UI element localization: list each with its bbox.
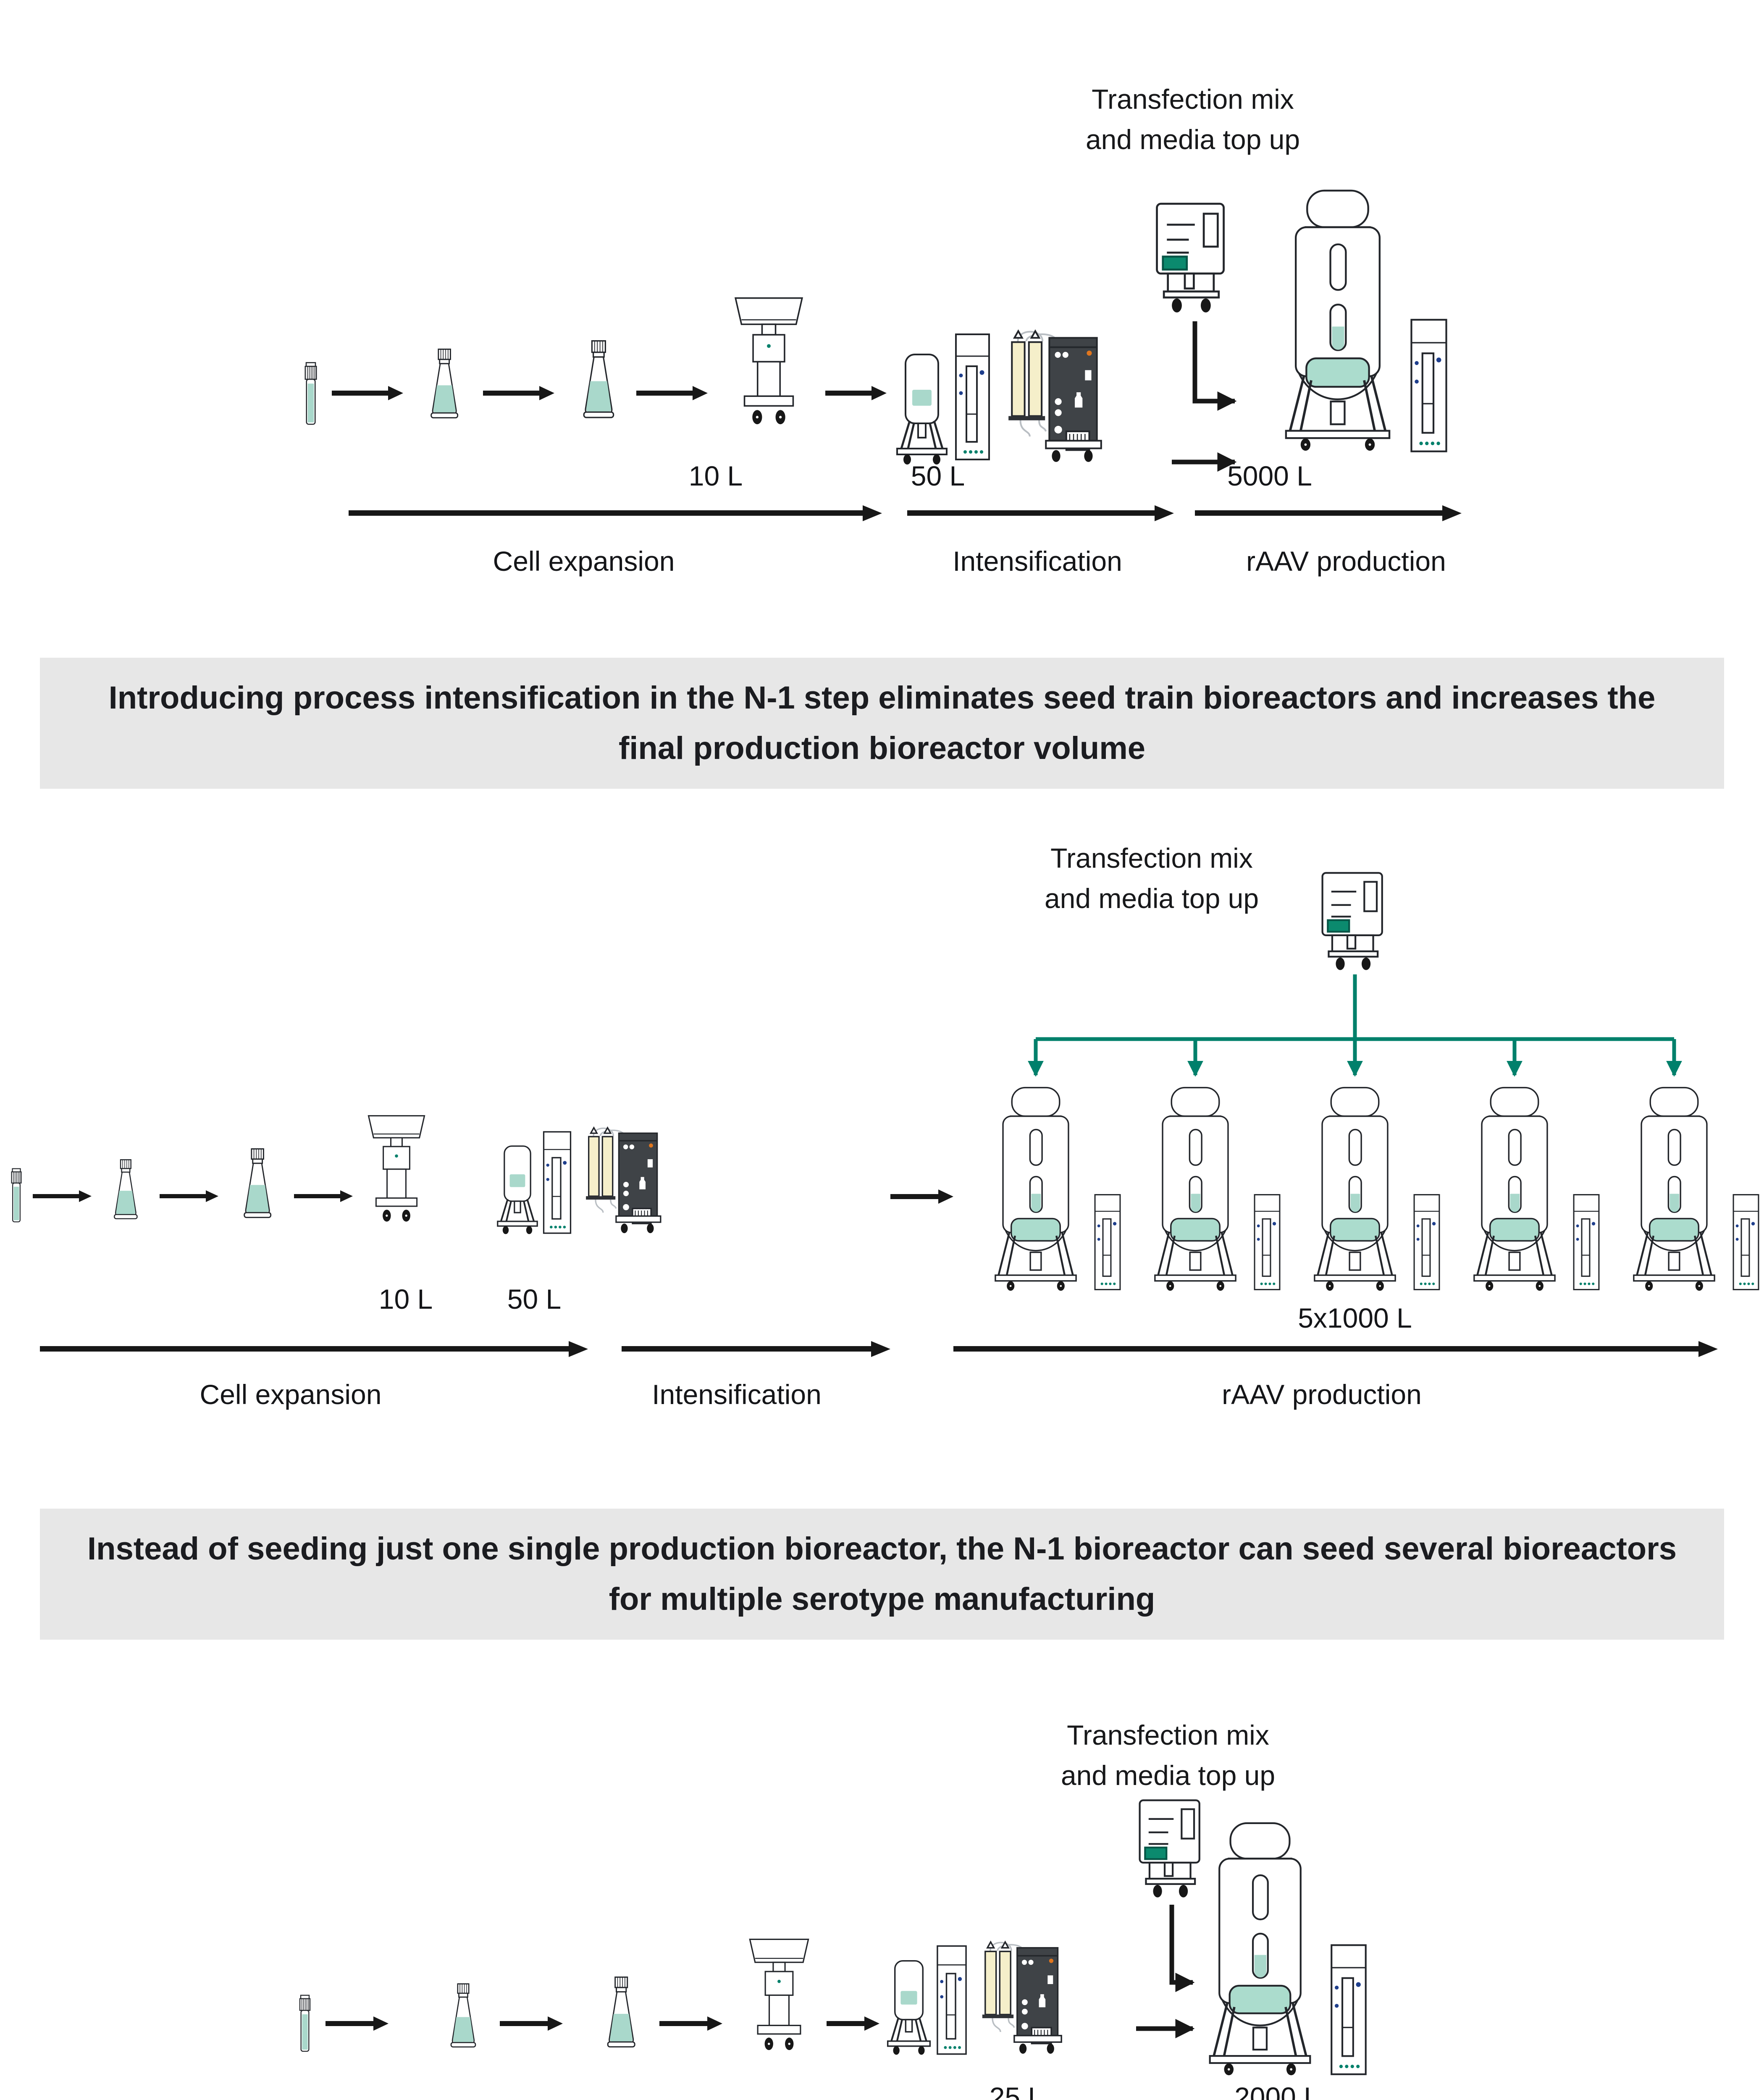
cryovial-icon xyxy=(8,1168,24,1223)
control-tower-icon xyxy=(1252,1193,1282,1292)
control-tower-icon xyxy=(1571,1193,1601,1292)
shake-flask-icon xyxy=(569,340,626,424)
shake-flask-icon xyxy=(231,1148,282,1223)
step-label: Intensification xyxy=(953,546,1122,577)
flow-arrow xyxy=(326,2021,373,2026)
transfection-annotation: Transfection mix and media top up xyxy=(958,1715,1378,1796)
control-tower-icon xyxy=(934,1944,969,2056)
control-tower-icon xyxy=(1731,1193,1761,1292)
annotation-line: Transfection mix xyxy=(1067,1719,1269,1751)
volume-label: 10 L xyxy=(378,1284,433,1315)
annotation-line: and media top up xyxy=(1085,124,1300,155)
flow-arrow xyxy=(160,1194,206,1198)
shake-flask-icon xyxy=(439,1983,486,2053)
control-tower-icon xyxy=(1412,1193,1442,1292)
cryovial-icon xyxy=(302,361,320,426)
step-label: rAAV production xyxy=(1222,1379,1422,1410)
step-arrow-intensification xyxy=(622,1346,871,1352)
production-bioreactor-icon xyxy=(1622,1086,1727,1292)
shake-flask-icon xyxy=(103,1159,147,1224)
media-pump-icon xyxy=(1319,870,1390,973)
transfection-feed-arrow xyxy=(1172,321,1237,472)
step-arrow-cell-expansion xyxy=(349,510,863,516)
flow-arrow xyxy=(827,2021,864,2026)
n1-bioreactor-icon xyxy=(492,1141,543,1235)
flow-arrow xyxy=(33,1194,79,1198)
production-bioreactor-icon xyxy=(1270,188,1405,453)
flow-arrow xyxy=(483,391,539,396)
flow-arrow xyxy=(825,391,872,396)
control-tower-icon xyxy=(1092,1193,1123,1292)
rocking-bioreactor-icon xyxy=(360,1109,433,1225)
shake-flask-icon xyxy=(594,1977,646,2053)
flow-arrow xyxy=(659,2021,707,2026)
atf-perfusion-icon xyxy=(1002,324,1108,465)
volume-label: 5x1000 L xyxy=(1298,1302,1412,1334)
step-label: Cell expansion xyxy=(493,546,675,577)
transfection-annotation: Transfection mix and media top up xyxy=(983,79,1403,160)
volume-label: 50 L xyxy=(911,460,965,491)
annotation-line: and media top up xyxy=(1060,1760,1276,1791)
flow-arrow xyxy=(500,2021,548,2026)
banner-1: Introducing process intensification in t… xyxy=(40,658,1724,789)
media-pump-icon xyxy=(1153,201,1233,315)
flow-arrow xyxy=(636,391,693,396)
volume-label: 10 L xyxy=(688,460,743,491)
cryovial-icon xyxy=(297,1994,313,2053)
volume-label: 2000 L xyxy=(1234,2082,1319,2100)
transfection-feed-arrow xyxy=(1136,1905,1195,2039)
flow-arrow xyxy=(332,391,388,396)
step-label: Cell expansion xyxy=(200,1379,382,1410)
control-tower-icon xyxy=(1408,317,1450,454)
transfection-distribution-manifold xyxy=(1028,974,1682,1077)
step-arrow-intensification xyxy=(907,510,1155,516)
n1-bioreactor-icon xyxy=(882,1955,936,2055)
atf-perfusion-icon xyxy=(580,1122,666,1235)
atf-perfusion-icon xyxy=(976,1936,1067,2056)
shake-flask-icon xyxy=(418,349,469,424)
control-tower-icon xyxy=(541,1130,573,1235)
n1-bioreactor-icon xyxy=(890,348,953,465)
annotation-line: and media top up xyxy=(1044,883,1259,914)
step-arrow-raav-production xyxy=(1195,510,1442,516)
rocking-bioreactor-icon xyxy=(726,290,812,428)
rocking-bioreactor-icon xyxy=(741,1932,817,2054)
step-arrow-raav-production xyxy=(953,1346,1698,1352)
volume-label: 25 L xyxy=(989,2082,1044,2100)
banner-2: Instead of seeding just one single produ… xyxy=(40,1509,1724,1640)
production-bioreactor-icon xyxy=(1302,1086,1407,1292)
transfection-annotation: Transfection mix and media top up xyxy=(942,838,1362,919)
step-label: rAAV production xyxy=(1246,546,1446,577)
step-label: Intensification xyxy=(652,1379,822,1410)
production-bioreactor-icon xyxy=(983,1086,1088,1292)
production-bioreactor-icon xyxy=(1143,1086,1248,1292)
flow-arrow xyxy=(890,1194,938,1199)
annotation-line: Transfection mix xyxy=(1050,843,1253,874)
volume-label: 50 L xyxy=(507,1284,562,1315)
control-tower-icon xyxy=(953,332,992,462)
volume-label: 5000 L xyxy=(1227,460,1312,491)
production-bioreactor-icon xyxy=(1462,1086,1567,1292)
step-arrow-cell-expansion xyxy=(40,1346,569,1352)
flow-arrow xyxy=(294,1194,340,1198)
annotation-line: Transfection mix xyxy=(1092,84,1294,115)
control-tower-icon xyxy=(1328,1942,1369,2077)
